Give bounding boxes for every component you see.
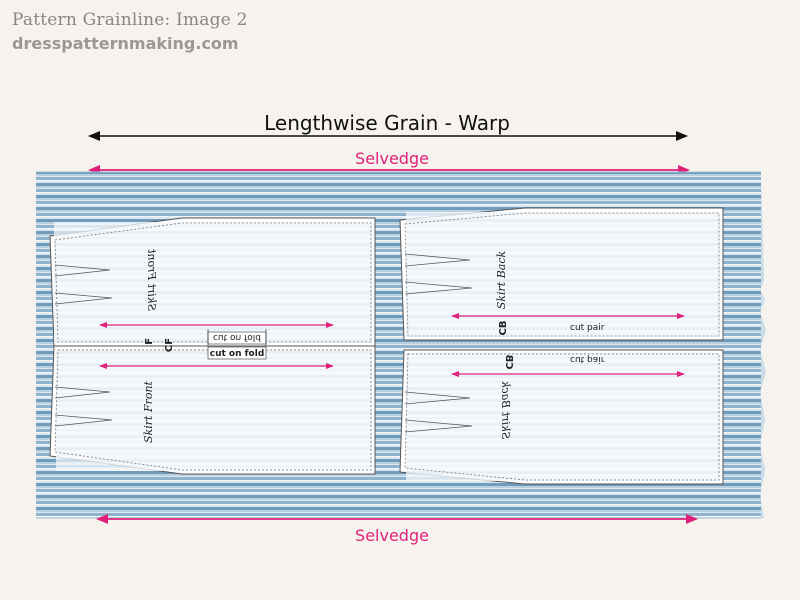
- cb-upper-label: CB: [498, 321, 509, 336]
- fold-upper-text: cut on fold: [213, 332, 261, 342]
- site-name: dresspatternmaking.com: [12, 34, 239, 53]
- cut-pair-lower-text: cut pair: [570, 354, 605, 364]
- skirt-front-lower: Skirt Front CF cut on fold: [49, 338, 376, 475]
- cf-upper-label: CF: [144, 338, 155, 352]
- skirt-front-lower-label: Skirt Front: [142, 380, 155, 442]
- skirt-back-upper-label: Skirt Back: [495, 250, 508, 309]
- skirt-back-upper: Skirt Back CB cut pair: [399, 207, 724, 341]
- cf-lower-label: CF: [164, 338, 175, 352]
- skirt-front-upper-label: Skirt Front: [145, 248, 158, 310]
- cut-pair-upper-text: cut pair: [570, 323, 605, 333]
- selvedge-top-label: Selvedge: [355, 149, 429, 168]
- skirt-back-lower-label: Skirt Back: [499, 380, 512, 439]
- cb-lower-label: CB: [503, 355, 514, 370]
- grain-label: Lengthwise Grain - Warp: [264, 111, 510, 135]
- skirt-front-upper: Skirt Front CF cut on fold: [49, 217, 376, 352]
- selvedge-bottom-label: Selvedge: [355, 526, 429, 545]
- fold-lower-text: cut on fold: [210, 349, 265, 359]
- skirt-back-lower: Skirt Back CB cut pair: [399, 349, 724, 485]
- page-title: Pattern Grainline: Image 2: [12, 10, 248, 30]
